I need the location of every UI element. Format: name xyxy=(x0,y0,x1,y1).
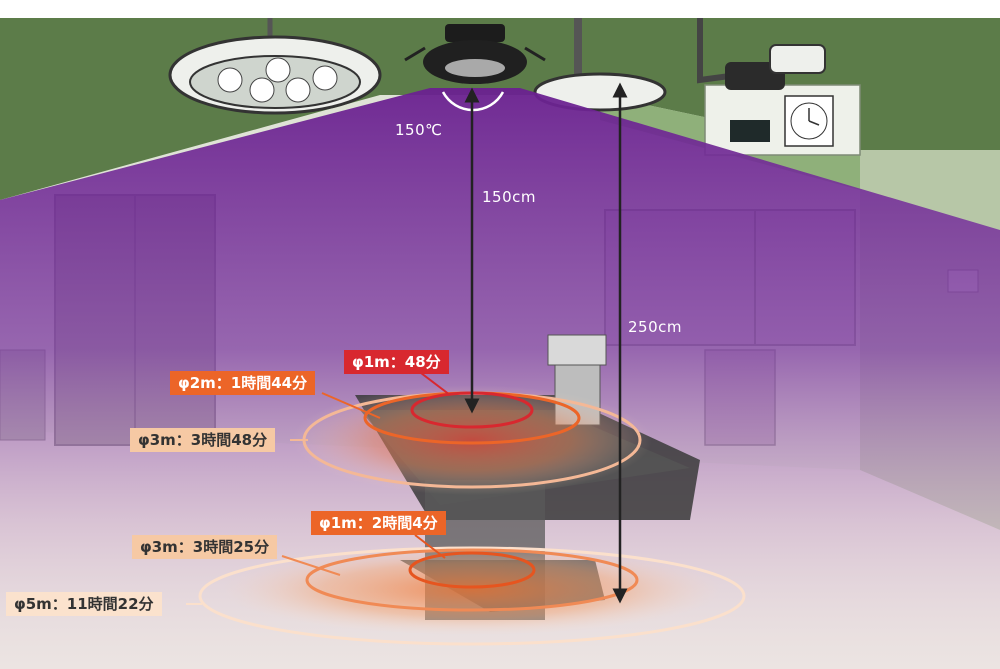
wall-board xyxy=(704,84,861,156)
leader-250-1m xyxy=(414,534,446,559)
zone-150-3m-tag: φ3m：3時間48分 xyxy=(130,428,276,452)
zone-150-1m-tag: φ1m：48分 xyxy=(344,350,449,374)
zone-250-1m-tag: φ1m：2時間4分 xyxy=(311,511,446,535)
leader-250-3m xyxy=(281,555,341,576)
ring-250-5m xyxy=(198,546,746,646)
height-150cm-label: 150cm xyxy=(482,188,536,206)
surgical-light-right-icon xyxy=(533,18,667,112)
wall-display xyxy=(730,120,770,142)
zone-250-5m-tag: φ5m：11時間22分 xyxy=(6,592,162,616)
leader-150-2m xyxy=(321,392,381,419)
glow-150cm xyxy=(292,385,652,495)
height-250cm-label: 250cm xyxy=(628,318,682,336)
ring-250-1m xyxy=(408,551,536,589)
leader-150-1m xyxy=(420,372,451,396)
surgical-light-left-icon xyxy=(168,18,382,115)
ring-250-3m xyxy=(305,548,639,612)
glow-250cm xyxy=(222,545,722,635)
zone-150-2m-tag: φ2m：1時間44分 xyxy=(170,371,316,395)
camera-arm-icon xyxy=(697,18,826,90)
uv-light-cone xyxy=(0,88,1000,669)
angle-label: 150℃ xyxy=(395,121,443,139)
ceiling-uv-lamp-icon xyxy=(404,24,546,84)
zone-250-3m-tag: φ3m：3時間25分 xyxy=(132,535,278,559)
